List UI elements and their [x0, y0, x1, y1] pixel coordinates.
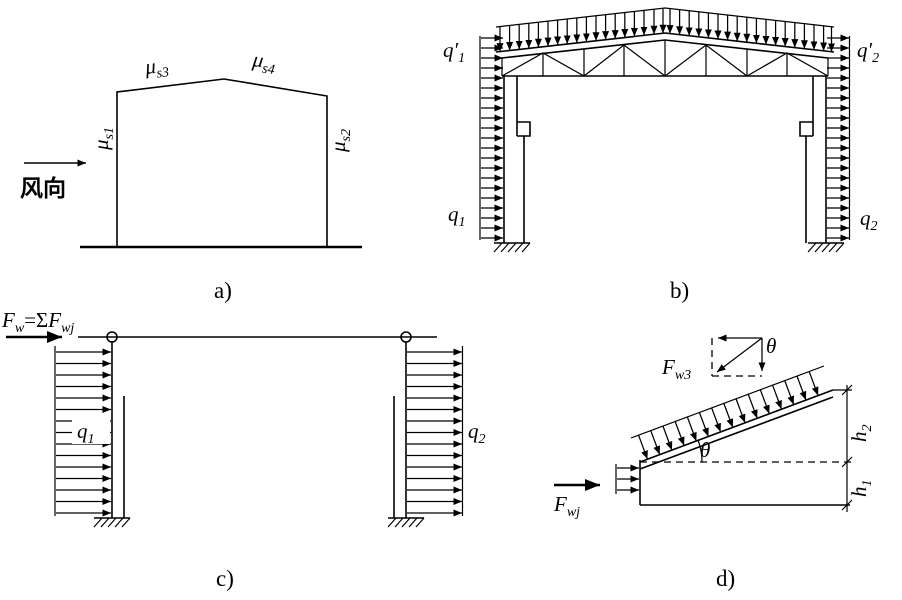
panel-d: θ Fwj θ Fw3 [553, 334, 875, 591]
right-column [799, 76, 827, 243]
h1-label: h1 [847, 480, 875, 498]
resultant-force-label: Fw=ΣFwj [1, 308, 74, 336]
caption-c: c) [216, 566, 234, 591]
right-wall-wind-load-arrows [827, 36, 851, 240]
mu-s2-label: μs2 [326, 129, 354, 153]
caption-a: a) [214, 278, 232, 303]
truss-verticals [542, 40, 788, 76]
caption-d: d) [716, 566, 735, 591]
q1-prime-label: q′1 [443, 38, 465, 66]
left-pin-hinge [106, 331, 118, 343]
mu-s4-label: μs4 [250, 47, 278, 78]
force-decomposition: θ Fw3 [661, 334, 776, 383]
right-column-support-hatching [807, 242, 845, 253]
left-column [503, 76, 531, 243]
roof-slope-bottom-line [639, 396, 834, 470]
q1-label: q1 [77, 419, 95, 447]
panel-b: q′1 q1 q′2 q2 b) [443, 7, 879, 303]
theta-slope-label: θ [700, 438, 710, 462]
right-wind-load-arrows [407, 346, 464, 516]
h2-label: h2 [847, 425, 875, 443]
height-dimension-lines [833, 384, 853, 512]
eave-force-arrows [615, 464, 639, 494]
panel-c: Fw=ΣFwj q1 q2 c) [1, 308, 486, 591]
fw3-label: Fw3 [661, 355, 691, 383]
fwj-label: Fwj [553, 492, 580, 520]
left-wall-wind-load-arrows [479, 36, 503, 240]
q2-label: q2 [468, 419, 486, 447]
right-support-hatching [387, 517, 425, 528]
left-column-support-hatching [493, 242, 531, 253]
wind-direction-label: 风向 [20, 175, 66, 201]
left-support-hatching [93, 517, 131, 528]
theta-angle-arc [697, 439, 703, 463]
q2-label: q2 [860, 206, 878, 234]
caption-b: b) [670, 278, 689, 303]
q2-prime-label: q′2 [857, 38, 879, 66]
roof-deck-line [495, 32, 835, 53]
q1-label-backdrop [72, 416, 110, 444]
slope-wind-load-arrows [630, 365, 825, 459]
roof-wind-load-arrows [495, 7, 835, 52]
panel-a: 风向 μs1 μs2 μs3 μs4 a) [20, 47, 362, 303]
q1-label: q1 [448, 202, 466, 230]
left-wind-load-arrows [54, 346, 111, 516]
theta-box-label: θ [766, 334, 776, 358]
mu-s3-label: μs3 [143, 52, 170, 83]
mu-s1-label: μs1 [89, 127, 117, 151]
right-pin-hinge [400, 331, 412, 343]
building-outline [116, 78, 328, 247]
